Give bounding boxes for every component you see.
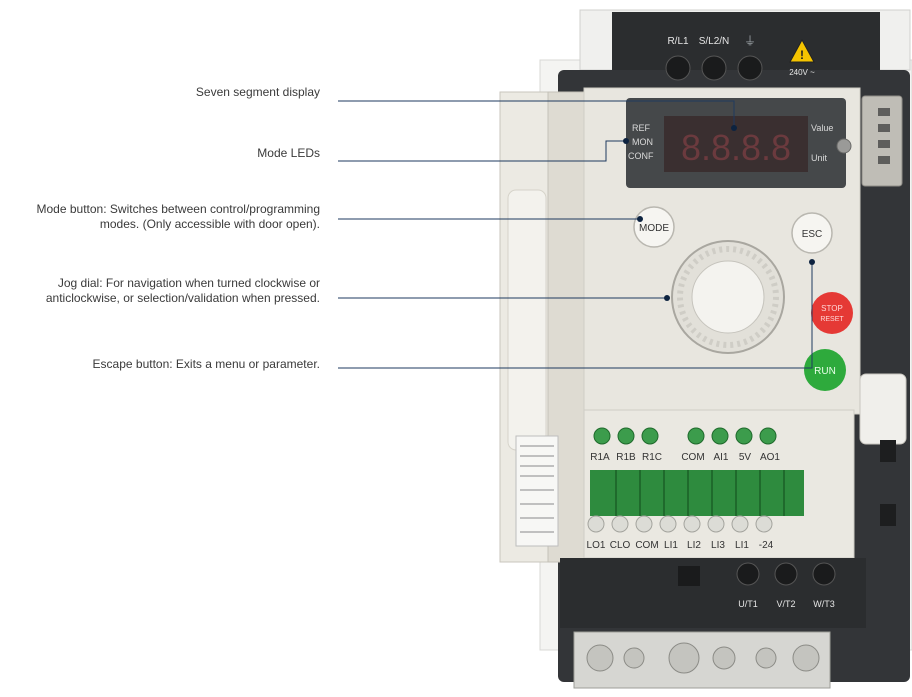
leader-dot <box>731 125 737 131</box>
power-terminal-screw <box>665 55 691 81</box>
led-conf: CONF <box>628 151 654 161</box>
side-clip <box>859 373 907 445</box>
mode-button-label: MODE <box>639 223 669 234</box>
door-window <box>507 189 547 451</box>
logic-label-li2: LI2 <box>687 540 701 551</box>
callout-seven-segment-text: Seven segment display <box>195 85 320 99</box>
callout-escape-button: Escape button: Exits a menu or parameter… <box>0 357 320 372</box>
side-slot <box>880 440 896 462</box>
lower-slot <box>678 566 700 586</box>
callout-jog-dial-line1: Jog dial: For navigation when turned clo… <box>57 276 320 290</box>
callout-jog-dial-line2: anticlockwise, or selection/validation w… <box>45 291 320 305</box>
analog-label-com: COM <box>681 452 704 463</box>
display-screen <box>664 116 808 172</box>
upper-terminal-screws <box>593 427 777 445</box>
logic-label-li1: LI1 <box>664 540 678 551</box>
output-label-wt3: W/T3 <box>813 599 835 609</box>
power-terminal-screw <box>737 55 763 81</box>
leader-dot <box>637 216 643 222</box>
door-label-sticker <box>515 435 559 547</box>
analog-label-ao1: AO1 <box>760 452 780 463</box>
analog-label-ai1: AI1 <box>713 452 728 463</box>
display-unit-label: Unit <box>811 153 828 163</box>
output-terminal-screw <box>812 562 836 586</box>
reset-button-label: RESET <box>820 316 844 323</box>
mode-button[interactable] <box>633 206 675 248</box>
leader-mode-leds <box>338 140 626 162</box>
terminal-green-strip-lines <box>615 470 785 516</box>
leader-dot <box>809 259 815 265</box>
output-label-ut1: U/T1 <box>738 599 758 609</box>
voltage-label: 240V ~ <box>789 68 815 77</box>
display-value-label: Value <box>811 123 833 133</box>
logic-label-clo: CLO <box>610 540 631 551</box>
led-mon: MON <box>632 137 653 147</box>
power-terminal-screw <box>701 55 727 81</box>
seven-segment-digits: 8.8.8.8 <box>681 127 791 168</box>
earth-bar <box>573 631 831 689</box>
output-terminal-screw <box>736 562 760 586</box>
run-button-label: RUN <box>814 366 836 377</box>
earth-bar-screws <box>586 642 820 674</box>
ground-icon: ⏚ <box>744 34 756 48</box>
panel-screw <box>836 138 852 154</box>
callout-escape-button-text: Escape button: Exits a menu or parameter… <box>92 357 320 371</box>
callout-jog-dial: Jog dial: For navigation when turned clo… <box>0 276 320 306</box>
relay-label-r1c: R1C <box>642 452 662 463</box>
callout-mode-leds-text: Mode LEDs <box>257 146 320 160</box>
esc-button[interactable] <box>791 212 833 254</box>
relay-label-r1b: R1B <box>616 452 636 463</box>
run-button[interactable] <box>804 349 846 391</box>
leader-escape <box>338 262 813 369</box>
terminal-label-rl1: R/L1 <box>667 36 689 47</box>
jog-dial-center <box>691 260 765 334</box>
leader-dots <box>623 125 815 301</box>
jog-dial-ring <box>677 246 779 348</box>
warning-triangle-icon <box>789 38 815 63</box>
logic-label-li1b: LI1 <box>735 540 749 551</box>
leader-dot <box>623 138 629 144</box>
logic-label-lo1: LO1 <box>587 540 606 551</box>
stop-reset-button[interactable] <box>811 292 853 334</box>
output-terminal-screw <box>774 562 798 586</box>
terminal-green-strip <box>590 470 804 516</box>
logic-label-24v: -24 <box>759 540 774 551</box>
callout-mode-leds: Mode LEDs <box>120 146 320 161</box>
warning-exclamation: ! <box>800 48 804 62</box>
lower-terminal-screws <box>587 515 773 533</box>
led-ref: REF <box>632 123 651 133</box>
side-connector-pins <box>878 108 890 164</box>
analog-label-5v: 5V <box>739 452 752 463</box>
callout-mode-button-line1: Mode button: Switches between control/pr… <box>36 202 320 216</box>
output-label-vt2: V/T2 <box>776 599 795 609</box>
stop-button-label: STOP <box>821 304 843 313</box>
callout-mode-button-line2: modes. (Only accessible with door open). <box>99 217 320 231</box>
callout-seven-segment: Seven segment display <box>120 85 320 100</box>
terminal-label-sl2n: S/L2/N <box>699 36 730 47</box>
side-slot <box>880 504 896 526</box>
esc-button-label: ESC <box>802 229 823 240</box>
relay-label-r1a: R1A <box>590 452 610 463</box>
logic-label-com: COM <box>635 540 658 551</box>
leader-seven-segment <box>338 100 735 128</box>
callout-mode-button: Mode button: Switches between control/pr… <box>0 202 320 232</box>
leader-dot <box>664 295 670 301</box>
door-sticker-lines <box>520 445 554 533</box>
leader-lines <box>338 100 813 369</box>
logic-label-li3: LI3 <box>711 540 725 551</box>
